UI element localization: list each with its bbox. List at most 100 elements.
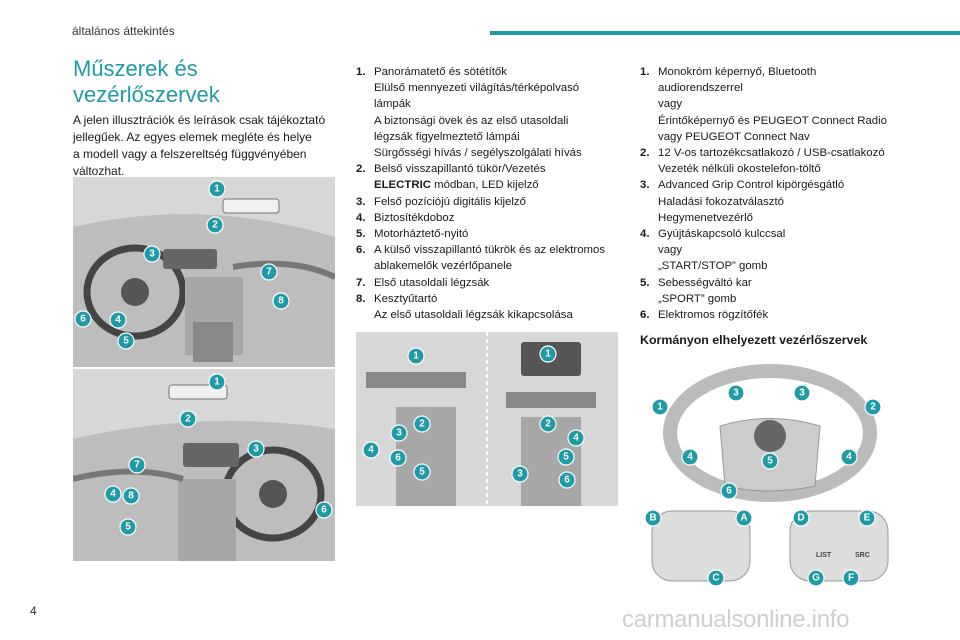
item-line: vagy bbox=[658, 244, 683, 257]
item-line: Biztosítékdoboz bbox=[374, 211, 455, 224]
dashboard-illustration-lhd: 1 2 3 7 8 6 4 5 bbox=[73, 177, 335, 367]
item-number: 2. bbox=[356, 163, 366, 176]
item-line: Felső pozíciójú digitális kijelző bbox=[374, 195, 526, 208]
item-line: Vezeték nélküli okostelefon-töltő bbox=[658, 163, 821, 176]
callout-label: 5 bbox=[419, 467, 425, 478]
item-number: 5. bbox=[640, 276, 650, 289]
list-item: 5. Motorháztető-nyitó bbox=[356, 226, 626, 242]
item-line: vagy bbox=[658, 98, 683, 111]
item-number: 1. bbox=[356, 66, 366, 78]
steering-wheel-illustration: LIST SRC 3 3 1 2 4 5 4 6 B A C D E F G bbox=[640, 361, 890, 593]
callout-label: 2 bbox=[212, 220, 218, 231]
item-line: Első utasoldali légzsák bbox=[374, 276, 490, 289]
list-item: 4. Gyújtáskapcsoló kulccsal vagy „START/… bbox=[640, 226, 930, 275]
center-console-illustration: 1 2 3 4 6 5 1 2 4 5 3 6 bbox=[356, 332, 618, 506]
item-line-rest: módban, LED kijelző bbox=[430, 179, 539, 192]
item-number: 3. bbox=[640, 179, 650, 192]
dashboard-illustration-rhd: 1 2 3 7 4 8 6 5 bbox=[73, 369, 335, 561]
item-line: vagy PEUGEOT Connect Nav bbox=[658, 130, 810, 143]
item-line: ELECTRIC módban, LED kijelző bbox=[374, 177, 626, 193]
list-item: 7. Első utasoldali légzsák bbox=[356, 275, 626, 291]
item-number: 6. bbox=[640, 309, 650, 322]
callout-label: 7 bbox=[266, 267, 272, 278]
steering-controls-heading: Kormányon elhelyezett vezérlőszervek bbox=[640, 333, 868, 347]
item-line: Gyújtáskapcsoló kulccsal bbox=[658, 228, 786, 241]
item-number: 6. bbox=[356, 244, 366, 257]
callout-label: 1 bbox=[545, 349, 551, 360]
page-title: Műszerek és vezérlőszervek bbox=[73, 56, 220, 108]
list-item: 6. A külső visszapillantó tükrök és az e… bbox=[356, 242, 626, 274]
callout-label: 5 bbox=[123, 336, 129, 347]
intro-line: változhat. bbox=[73, 164, 125, 178]
callout-label: D bbox=[797, 513, 804, 524]
callout-label: 5 bbox=[563, 452, 569, 463]
callout-label: 8 bbox=[128, 491, 134, 502]
item-number: 7. bbox=[356, 276, 366, 289]
callout-label: 4 bbox=[846, 452, 852, 463]
callout-label: 3 bbox=[799, 388, 805, 399]
callout-label: B bbox=[649, 513, 656, 524]
electric-mode-label: ELECTRIC bbox=[374, 179, 431, 192]
callout-label: 8 bbox=[278, 296, 284, 307]
callout-label: 3 bbox=[517, 469, 523, 480]
callout-label: 4 bbox=[573, 433, 579, 444]
item-line: lámpák bbox=[374, 98, 411, 111]
item-line: Motorháztető-nyitó bbox=[374, 228, 469, 241]
intro-line: jellegűek. Az egyes elemek megléte és he… bbox=[73, 130, 312, 144]
list-item: 1. Monokróm képernyő, Bluetooth audioren… bbox=[640, 64, 930, 145]
list-item: 6. Elektromos rögzítőfék bbox=[640, 307, 930, 323]
callout-label: 6 bbox=[395, 453, 401, 464]
callout-label: 6 bbox=[726, 486, 732, 497]
item-line: A külső visszapillantó tükrök és az elek… bbox=[374, 244, 606, 257]
list-item: 1. Panorámatető és sötétítők Elülső menn… bbox=[356, 64, 626, 161]
item-line: audiorendszerrel bbox=[658, 82, 743, 95]
item-line: Haladási fokozatválasztó bbox=[658, 195, 784, 208]
title-line-2: vezérlőszervek bbox=[73, 82, 220, 107]
item-number: 8. bbox=[356, 292, 366, 305]
callout-label: 2 bbox=[419, 419, 425, 430]
components-list-dashboard: 1. Panorámatető és sötétítők Elülső menn… bbox=[356, 64, 626, 323]
callout-label: F bbox=[848, 573, 854, 584]
item-line: Érintőképernyő és PEUGEOT Connect Radio bbox=[658, 114, 887, 127]
callout-label: 4 bbox=[110, 489, 116, 500]
item-line: Elektromos rögzítőfék bbox=[658, 309, 769, 322]
item-line: A biztonsági övek és az első utasoldali bbox=[374, 114, 569, 127]
section-label: általános áttekintés bbox=[72, 24, 175, 38]
item-line: Monokróm képernyő, Bluetooth bbox=[658, 66, 817, 78]
switch-label-src: SRC bbox=[855, 552, 870, 559]
item-line: 12 V-os tartozékcsatlakozó / USB-csatlak… bbox=[658, 147, 885, 160]
item-line: Kesztyűtartó bbox=[374, 292, 438, 305]
callout-label: 2 bbox=[870, 402, 876, 413]
list-item: 2. 12 V-os tartozékcsatlakozó / USB-csat… bbox=[640, 145, 930, 177]
callout-label: 1 bbox=[214, 184, 220, 195]
callout-label: 4 bbox=[687, 452, 693, 463]
item-line: Hegymenetvezérlő bbox=[658, 211, 753, 224]
list-item: 3. Felső pozíciójú digitális kijelző bbox=[356, 194, 626, 210]
list-item: 2. Belső visszapillantó tükör/Vezetés EL… bbox=[356, 161, 626, 193]
switch-label-list: LIST bbox=[816, 552, 832, 559]
item-number: 4. bbox=[356, 211, 366, 224]
intro-line: A jelen illusztrációk és leírások csak t… bbox=[73, 113, 326, 127]
callout-label: 4 bbox=[368, 445, 374, 456]
callout-label: C bbox=[712, 573, 719, 584]
item-number: 2. bbox=[640, 147, 650, 160]
callout-label: 3 bbox=[733, 388, 739, 399]
components-list-console: 1. Monokróm képernyő, Bluetooth audioren… bbox=[640, 64, 930, 323]
intro-line: a modell vagy a felszereltség függvényéb… bbox=[73, 147, 307, 161]
list-item: 5. Sebességváltó kar „SPORT” gomb bbox=[640, 275, 930, 307]
callout-label: 7 bbox=[134, 460, 140, 471]
item-line: „SPORT” gomb bbox=[658, 292, 737, 305]
item-number: 3. bbox=[356, 195, 366, 208]
list-item: 8. Kesztyűtartó Az első utasoldali légzs… bbox=[356, 291, 626, 323]
item-number: 4. bbox=[640, 228, 650, 241]
item-line: Elülső mennyezeti világítás/térképolvasó bbox=[374, 82, 580, 95]
callout-label: 2 bbox=[545, 419, 551, 430]
callout-label: 5 bbox=[125, 522, 131, 533]
item-line: Advanced Grip Control kipörgésgátló bbox=[658, 179, 845, 192]
callout-label: 6 bbox=[321, 505, 327, 516]
callout-label: 3 bbox=[253, 444, 259, 455]
watermark: carmanualsonline.info bbox=[622, 606, 850, 633]
item-line: Belső visszapillantó tükör/Vezetés bbox=[374, 163, 546, 176]
callout-label: 2 bbox=[185, 414, 191, 425]
callout-label: G bbox=[812, 573, 820, 584]
